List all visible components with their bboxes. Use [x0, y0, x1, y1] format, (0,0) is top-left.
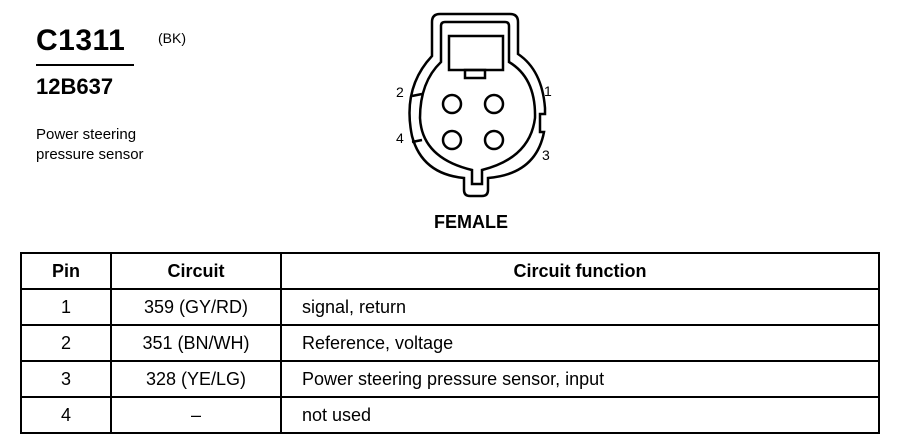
cell-circuit: 328 (YE/LG) [110, 360, 282, 398]
pinout-table: Pin Circuit Circuit function 1 359 (GY/R… [20, 252, 880, 434]
table-row: 2 351 (BN/WH) Reference, voltage [20, 324, 880, 362]
pin-label-3: 3 [542, 147, 550, 163]
pin-label-1: 1 [544, 83, 552, 99]
title-underline [36, 64, 134, 66]
part-number: 12B637 [36, 74, 114, 99]
pin-cavity-4 [441, 129, 463, 151]
description-line: pressure sensor [36, 146, 144, 163]
pin-cavity-1 [483, 93, 505, 115]
description-line: Power steering [36, 126, 137, 143]
locking-tab [447, 34, 505, 72]
component-description: Power steering pressure sensor [36, 125, 206, 165]
cell-circuit: 351 (BN/WH) [110, 324, 282, 362]
connector-face-drawing: 2 1 4 3 [396, 12, 552, 198]
header-pin: Pin [20, 252, 112, 290]
pin-leader-2 [411, 92, 423, 98]
connector-id: C1311 [36, 24, 126, 57]
pin-label-4: 4 [396, 130, 404, 146]
table-header-row: Pin Circuit Circuit function [20, 252, 880, 290]
table-row: 4 – not used [20, 396, 880, 434]
cell-circuit: – [110, 396, 282, 434]
locking-tab-latch [463, 68, 487, 80]
cell-pin: 4 [20, 396, 112, 434]
cell-function: not used [280, 396, 880, 434]
cell-function: Power steering pressure sensor, input [280, 360, 880, 398]
pin-cavity-2 [441, 93, 463, 115]
cell-function: signal, return [280, 288, 880, 326]
cell-function: Reference, voltage [280, 324, 880, 362]
cell-circuit: 359 (GY/RD) [110, 288, 282, 326]
pin-label-2: 2 [396, 84, 404, 100]
connector-shell [408, 12, 547, 198]
cell-pin: 3 [20, 360, 112, 398]
pin-leader-4 [411, 138, 423, 144]
cell-pin: 2 [20, 324, 112, 362]
header-circuit: Circuit [110, 252, 282, 290]
table-row: 3 328 (YE/LG) Power steering pressure se… [20, 360, 880, 398]
header-circuit-function: Circuit function [280, 252, 880, 290]
connector-view-label: FEMALE [434, 212, 508, 232]
connector-inner-shell [418, 20, 537, 186]
connector-color-code: (BK) [158, 30, 186, 46]
cell-pin: 1 [20, 288, 112, 326]
pin-cavity-3 [483, 129, 505, 151]
table-row: 1 359 (GY/RD) signal, return [20, 288, 880, 326]
